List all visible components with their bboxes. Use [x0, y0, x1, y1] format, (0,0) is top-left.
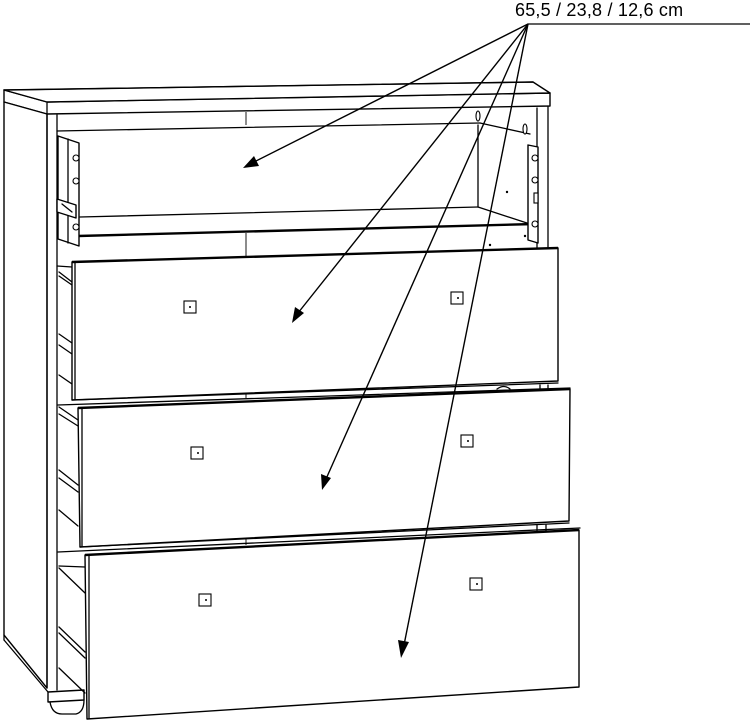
drawer-3[interactable] [57, 387, 581, 553]
arrowhead-icon [321, 474, 331, 490]
arrow-to-drawer-4 [403, 23, 529, 646]
arrowhead-icon [292, 307, 304, 323]
drawer-2[interactable] [56, 246, 571, 406]
left-slide-rail [56, 135, 80, 247]
arrow-to-drawer-1 [251, 23, 529, 164]
drawer-4[interactable] [58, 528, 580, 720]
arrow-to-drawer-3 [325, 23, 529, 480]
dimension-arrows [243, 23, 529, 658]
dimension-label: 65,5 / 23,8 / 12,6 cm [515, 0, 684, 20]
open-compartment [56, 110, 536, 247]
right-slide-rail [527, 144, 539, 244]
arrowhead-icon [398, 640, 409, 658]
arrowhead-icon [243, 156, 259, 168]
arrow-to-drawer-2 [297, 23, 529, 314]
